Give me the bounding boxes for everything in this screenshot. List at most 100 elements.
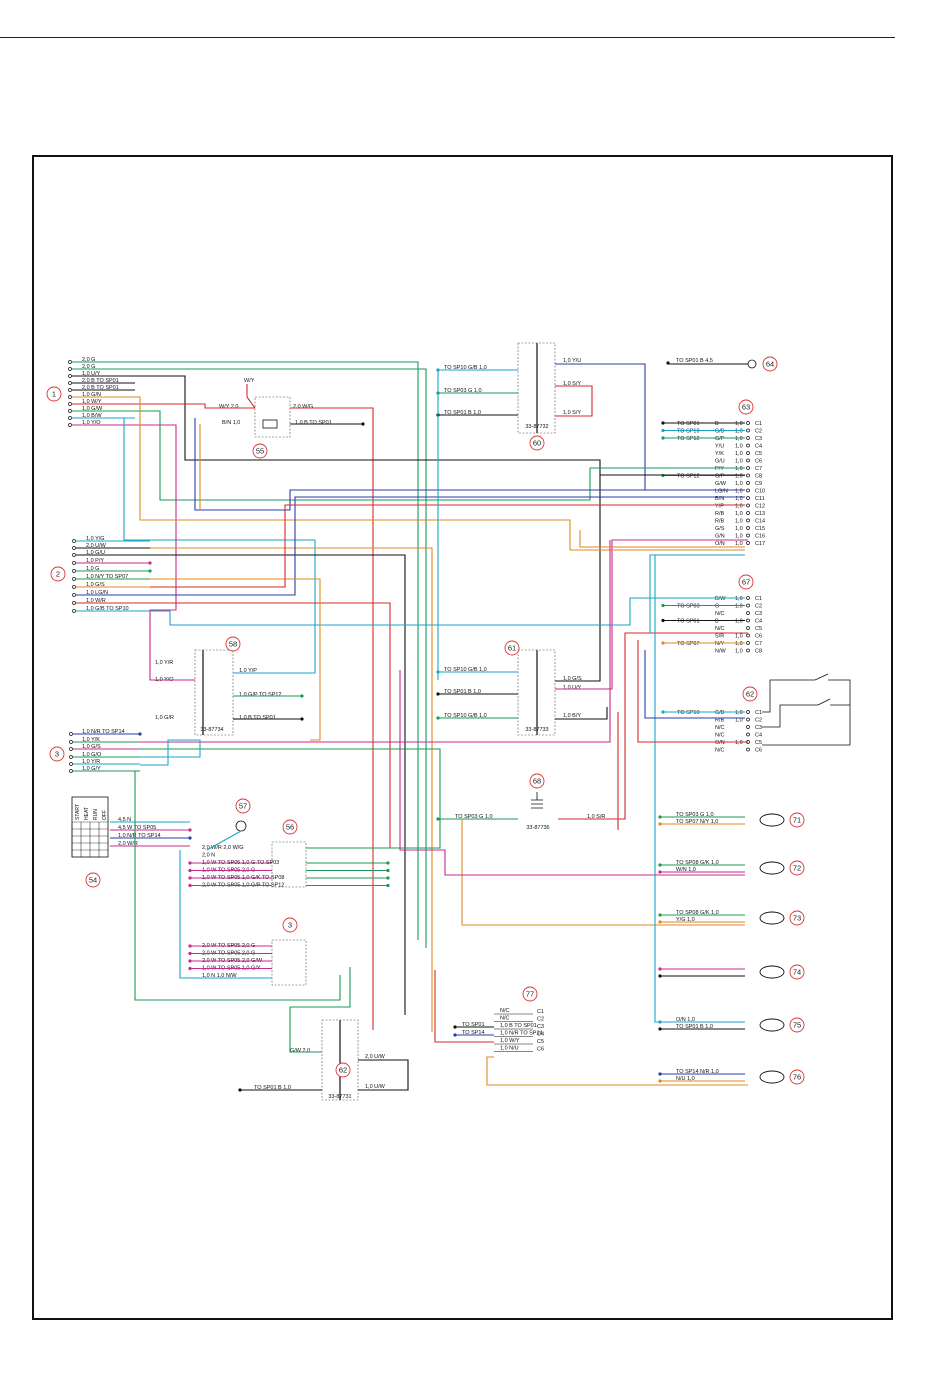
wire-terminal (188, 836, 192, 840)
wire (555, 363, 646, 490)
connector-pin (72, 539, 76, 543)
connector-pin (72, 609, 76, 613)
connector-pin-label: C3 (755, 611, 762, 617)
ignition-position-label: HEAT (84, 807, 90, 820)
wire (135, 368, 427, 948)
wire-label: 1,0 (735, 641, 743, 647)
wire-terminal (300, 717, 304, 721)
wire-label: TO SP01 B 1,0 (444, 689, 481, 695)
wire-label: 1,0 G/Y (82, 766, 101, 772)
wire-label: 1,0 B TO SP01 (239, 715, 276, 721)
wire-label: 1,0 (735, 596, 743, 602)
wire-label: Y/P (715, 503, 724, 509)
switch-58 (194, 649, 234, 736)
wire-label: N/C (715, 611, 725, 617)
callout-55 (282, 917, 298, 933)
wire (134, 770, 341, 1001)
wire-label: 1,0 Y/P (239, 668, 257, 674)
connector-pin (746, 641, 750, 645)
connector-pin (69, 747, 73, 751)
wire (486, 1056, 748, 1086)
connector-pin-label: C1 (537, 1009, 544, 1015)
wire-label: P/Y (715, 466, 724, 472)
component-number: 57 (239, 802, 247, 811)
wire-label: 1,0 G/S (86, 582, 105, 588)
connector-pin-label: C13 (755, 511, 765, 517)
wire-label: R/B (715, 717, 725, 723)
wire-label: 1,0 (735, 618, 743, 624)
wire (150, 597, 745, 626)
connector-pin-label: C6 (537, 1047, 544, 1053)
wire-label: 1,0 (735, 526, 743, 532)
plug-connector (759, 861, 785, 875)
wire-label: TO SP12 (677, 436, 700, 442)
connector-pin-label: C10 (755, 489, 765, 495)
wire-label: O/N (715, 541, 725, 547)
wire-label: 1,0 Y/U (563, 358, 581, 364)
connector-pin (68, 395, 72, 399)
toggle-contact (817, 698, 831, 706)
wire-label: 2,0 G (82, 357, 95, 363)
connector-pin (746, 717, 750, 722)
connector-pin (68, 374, 72, 378)
wire (150, 602, 391, 849)
wire-label: LG/N (715, 488, 728, 494)
wire-label: 1,0 W/R (86, 598, 106, 604)
wire-label: 1,0 U/Y (82, 371, 101, 377)
wire (135, 424, 195, 681)
connector-pin (746, 725, 750, 729)
connector-pin (746, 732, 750, 737)
callout-71 (789, 812, 805, 828)
connector-pin-label: C2 (537, 1017, 544, 1023)
component-number: 75 (793, 1021, 801, 1030)
component-number: 62 (339, 1066, 347, 1075)
wire-label: G/B (715, 710, 725, 716)
wire-label: N/C (715, 626, 725, 632)
callout-68 (762, 356, 778, 372)
part-number: 33-87732 (525, 424, 548, 430)
connector-pin (72, 593, 76, 597)
callout-62 (335, 1062, 351, 1078)
wire-label: 1,0 (735, 458, 743, 464)
component-number: 58 (229, 640, 237, 649)
wire-label: 2,0 W/R 2,0 W/G (202, 845, 244, 851)
connector-pin-label: C6 (755, 459, 762, 465)
wire (246, 384, 256, 409)
connector-pin-label: C14 (755, 519, 765, 525)
wire-label: 1,0 (735, 451, 743, 457)
wire-label: 1,0 (735, 518, 743, 524)
wire-label: 1,0 P/Y (86, 558, 104, 564)
connector-pin-label: C6 (755, 748, 762, 754)
wire (194, 418, 745, 511)
callout-73 (789, 910, 805, 926)
component-number: 74 (793, 968, 801, 977)
callout-56 (282, 819, 298, 835)
connector-pin-label: C1 (755, 710, 762, 716)
wire-label: TO SP03 G 1,0 (444, 388, 482, 394)
connector-pin (746, 466, 750, 470)
wire-label: TO SP14 (462, 1030, 485, 1036)
wire (290, 407, 374, 1030)
connector-pin-label: C4 (755, 619, 762, 625)
connector-pin-label: C1 (755, 596, 762, 602)
wire (140, 739, 201, 766)
relay-59 (254, 396, 291, 438)
wire (150, 504, 745, 588)
connector-pin (69, 740, 73, 744)
wire-label: B/N (715, 496, 724, 502)
wire (637, 640, 748, 743)
wire (649, 554, 745, 633)
plug-connector (759, 1018, 785, 1032)
wire-label: G/U (715, 458, 725, 464)
connector-pin-label: C5 (755, 740, 762, 746)
connector-pin (68, 423, 72, 427)
connector-pin (72, 569, 76, 573)
wire (555, 539, 748, 690)
callout-58 (225, 636, 241, 652)
connector-pin-label: C3 (755, 436, 762, 442)
fuse-block-55 (271, 939, 307, 986)
plug-connector (759, 911, 785, 925)
wire-terminal (148, 569, 152, 573)
wire-label: TO SP01 B 4,5 (676, 358, 713, 364)
wire-label: 1,0 G/B TO SP10 (86, 606, 129, 612)
